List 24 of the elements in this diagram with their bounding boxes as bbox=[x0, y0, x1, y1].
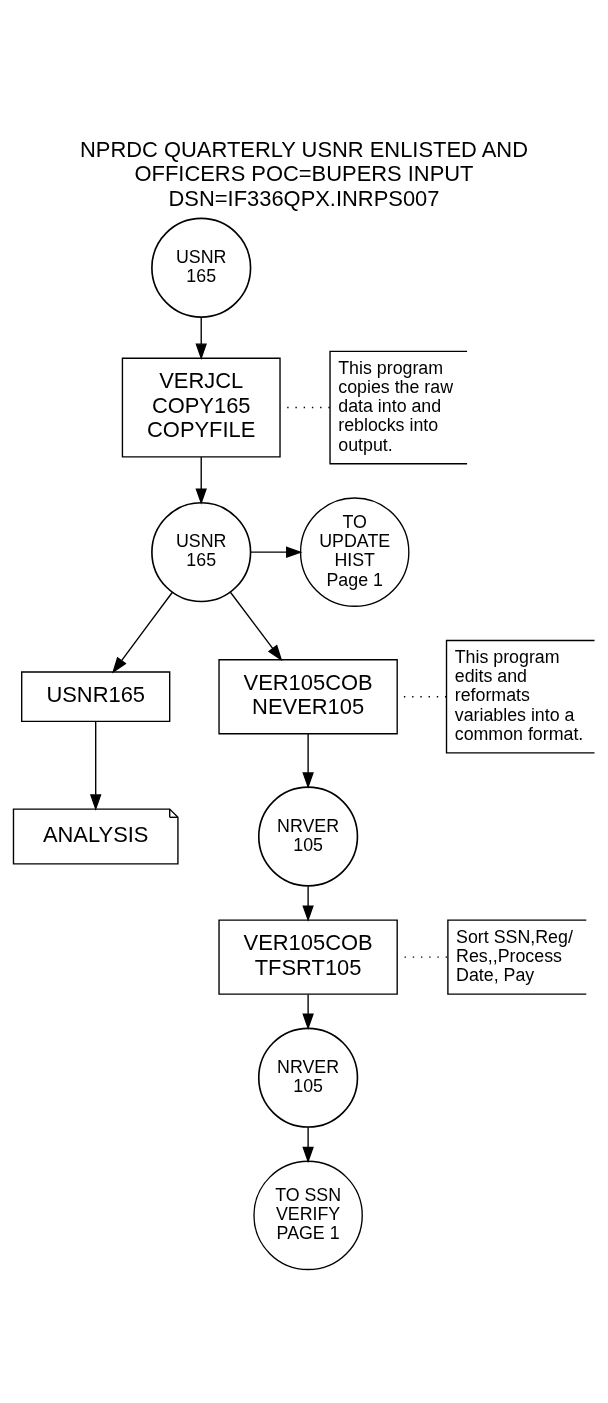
diagram-title: NPRDC QUARTERLY USNR ENLISTED AND OFFICERS POC=BUPERS INPUT DSN=IF336QPX.INRPS007 bbox=[80, 136, 528, 211]
arrow bbox=[302, 993, 314, 1030]
arrow bbox=[250, 546, 303, 558]
node-text: Sort SSN,Reg/ Res,,Process Date, Pay bbox=[456, 926, 573, 985]
node-box: VER105COB NEVER105 bbox=[218, 659, 398, 735]
node-circle: USNR 165 bbox=[151, 217, 252, 318]
arrow bbox=[302, 885, 314, 922]
node-circle: TO UPDATE HIST Page 1 bbox=[299, 497, 410, 607]
node-circle: NRVER 105 bbox=[257, 786, 359, 887]
arrow bbox=[302, 733, 314, 789]
node-text: This program edits and reformats variables into a common format. bbox=[454, 646, 584, 744]
node-circle: USNR 165 bbox=[151, 502, 252, 603]
arrow bbox=[195, 316, 207, 360]
arrow bbox=[302, 1126, 314, 1164]
arrow bbox=[112, 591, 174, 674]
node-box: USNR165 bbox=[21, 671, 171, 723]
arrow bbox=[195, 456, 207, 505]
node-text: This program copies the raw data into and reblocks into output. bbox=[338, 357, 454, 455]
arrow bbox=[229, 591, 283, 662]
arrow bbox=[89, 721, 102, 811]
node-circle: NRVER 105 bbox=[257, 1027, 359, 1128]
node-box: VER105COB TFSRT105 bbox=[218, 919, 398, 995]
node-circle: TO SSN VERIFY PAGE 1 bbox=[253, 1160, 363, 1271]
node-box: VERJCL COPY165 COPYFILE bbox=[121, 357, 281, 458]
